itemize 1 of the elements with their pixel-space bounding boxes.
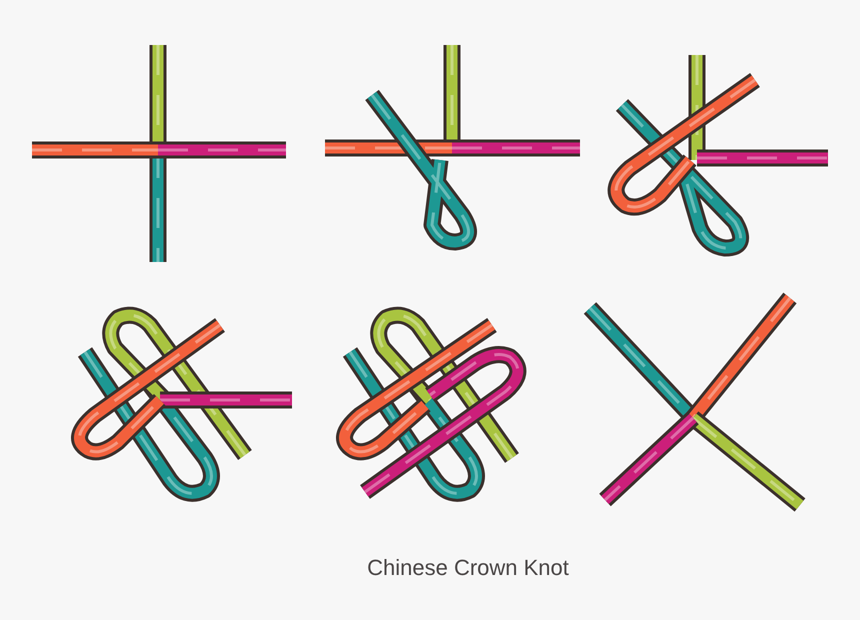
caption: Chinese Crown Knot: [366, 555, 570, 581]
